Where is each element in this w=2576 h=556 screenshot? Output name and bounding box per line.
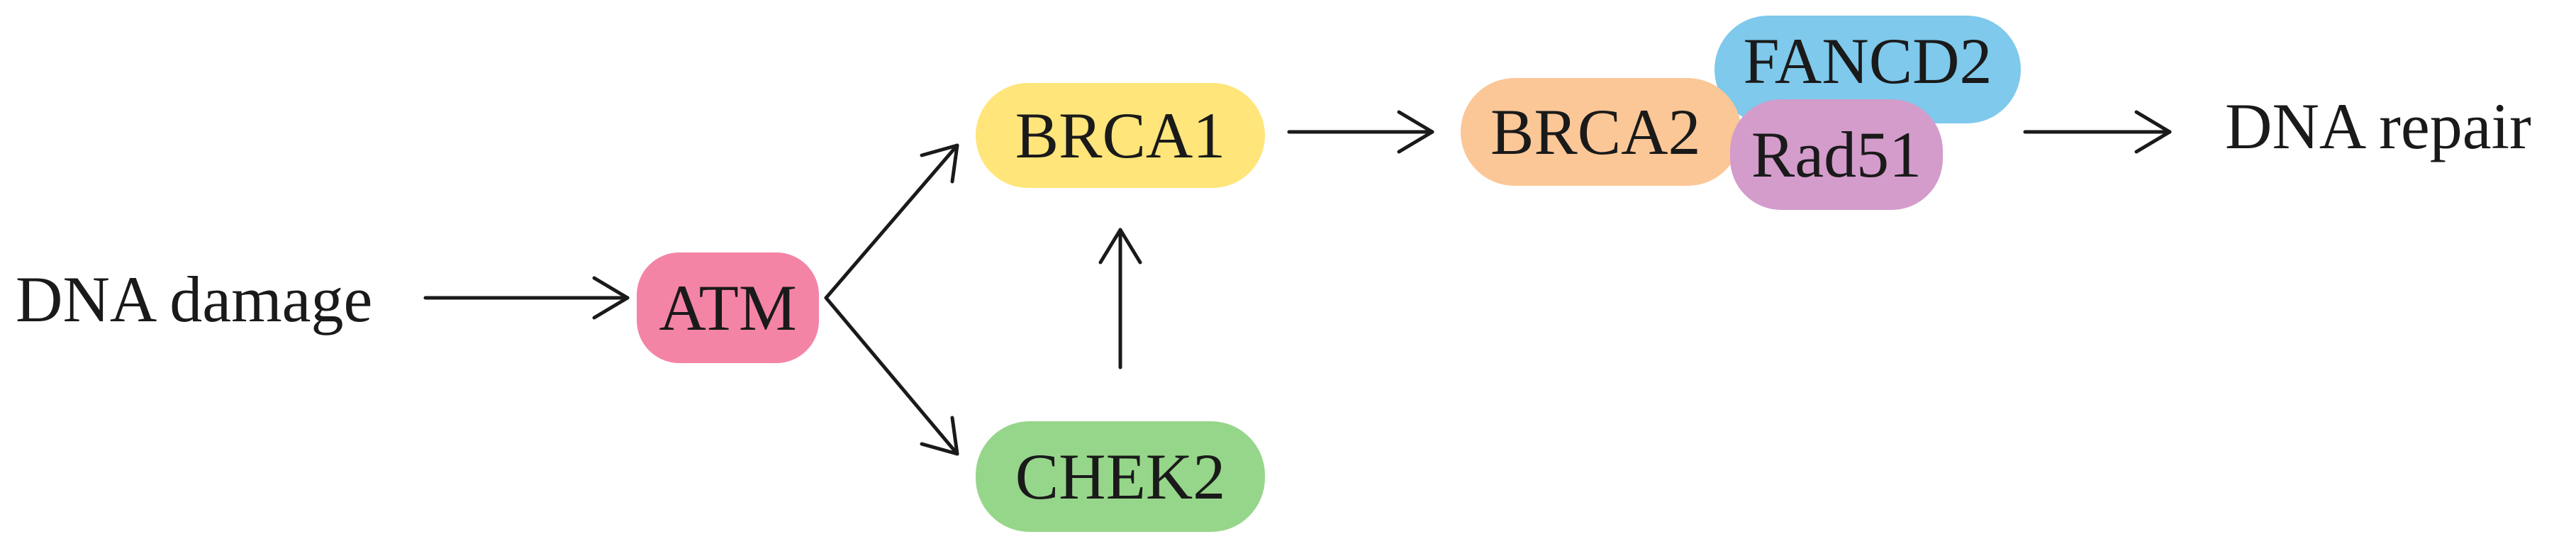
input-label-dna-damage: DNA damage: [16, 263, 373, 335]
node-atm-label: ATM: [659, 272, 797, 344]
node-chek2: CHEK2: [976, 421, 1265, 532]
arrow-chek2-to-brca1: [1098, 228, 1142, 369]
arrow-atm-to-chek2: [824, 296, 959, 456]
node-brca2: BRCA2: [1461, 78, 1741, 186]
arrow-atm-to-brca1: [824, 143, 959, 300]
output-label-dna-repair: DNA repair: [2225, 90, 2531, 162]
arrow-complex-to-dna-repair: [2023, 110, 2172, 154]
arrow-brca1-to-brca2: [1287, 110, 1434, 154]
node-fancd2: FANCD2: [1714, 16, 2021, 123]
node-rad51: Rad51: [1730, 99, 1943, 210]
node-chek2-label: CHEK2: [1015, 440, 1226, 513]
node-brca1: BRCA1: [976, 83, 1265, 188]
node-brca1-label: BRCA1: [1015, 99, 1226, 172]
node-brca2-label: BRCA2: [1490, 96, 1701, 168]
arrow-dna-damage-to-atm: [423, 276, 630, 320]
node-atm: ATM: [637, 252, 819, 363]
node-rad51-label: Rad51: [1751, 118, 1922, 191]
node-fancd2-label: FANCD2: [1743, 25, 1992, 97]
